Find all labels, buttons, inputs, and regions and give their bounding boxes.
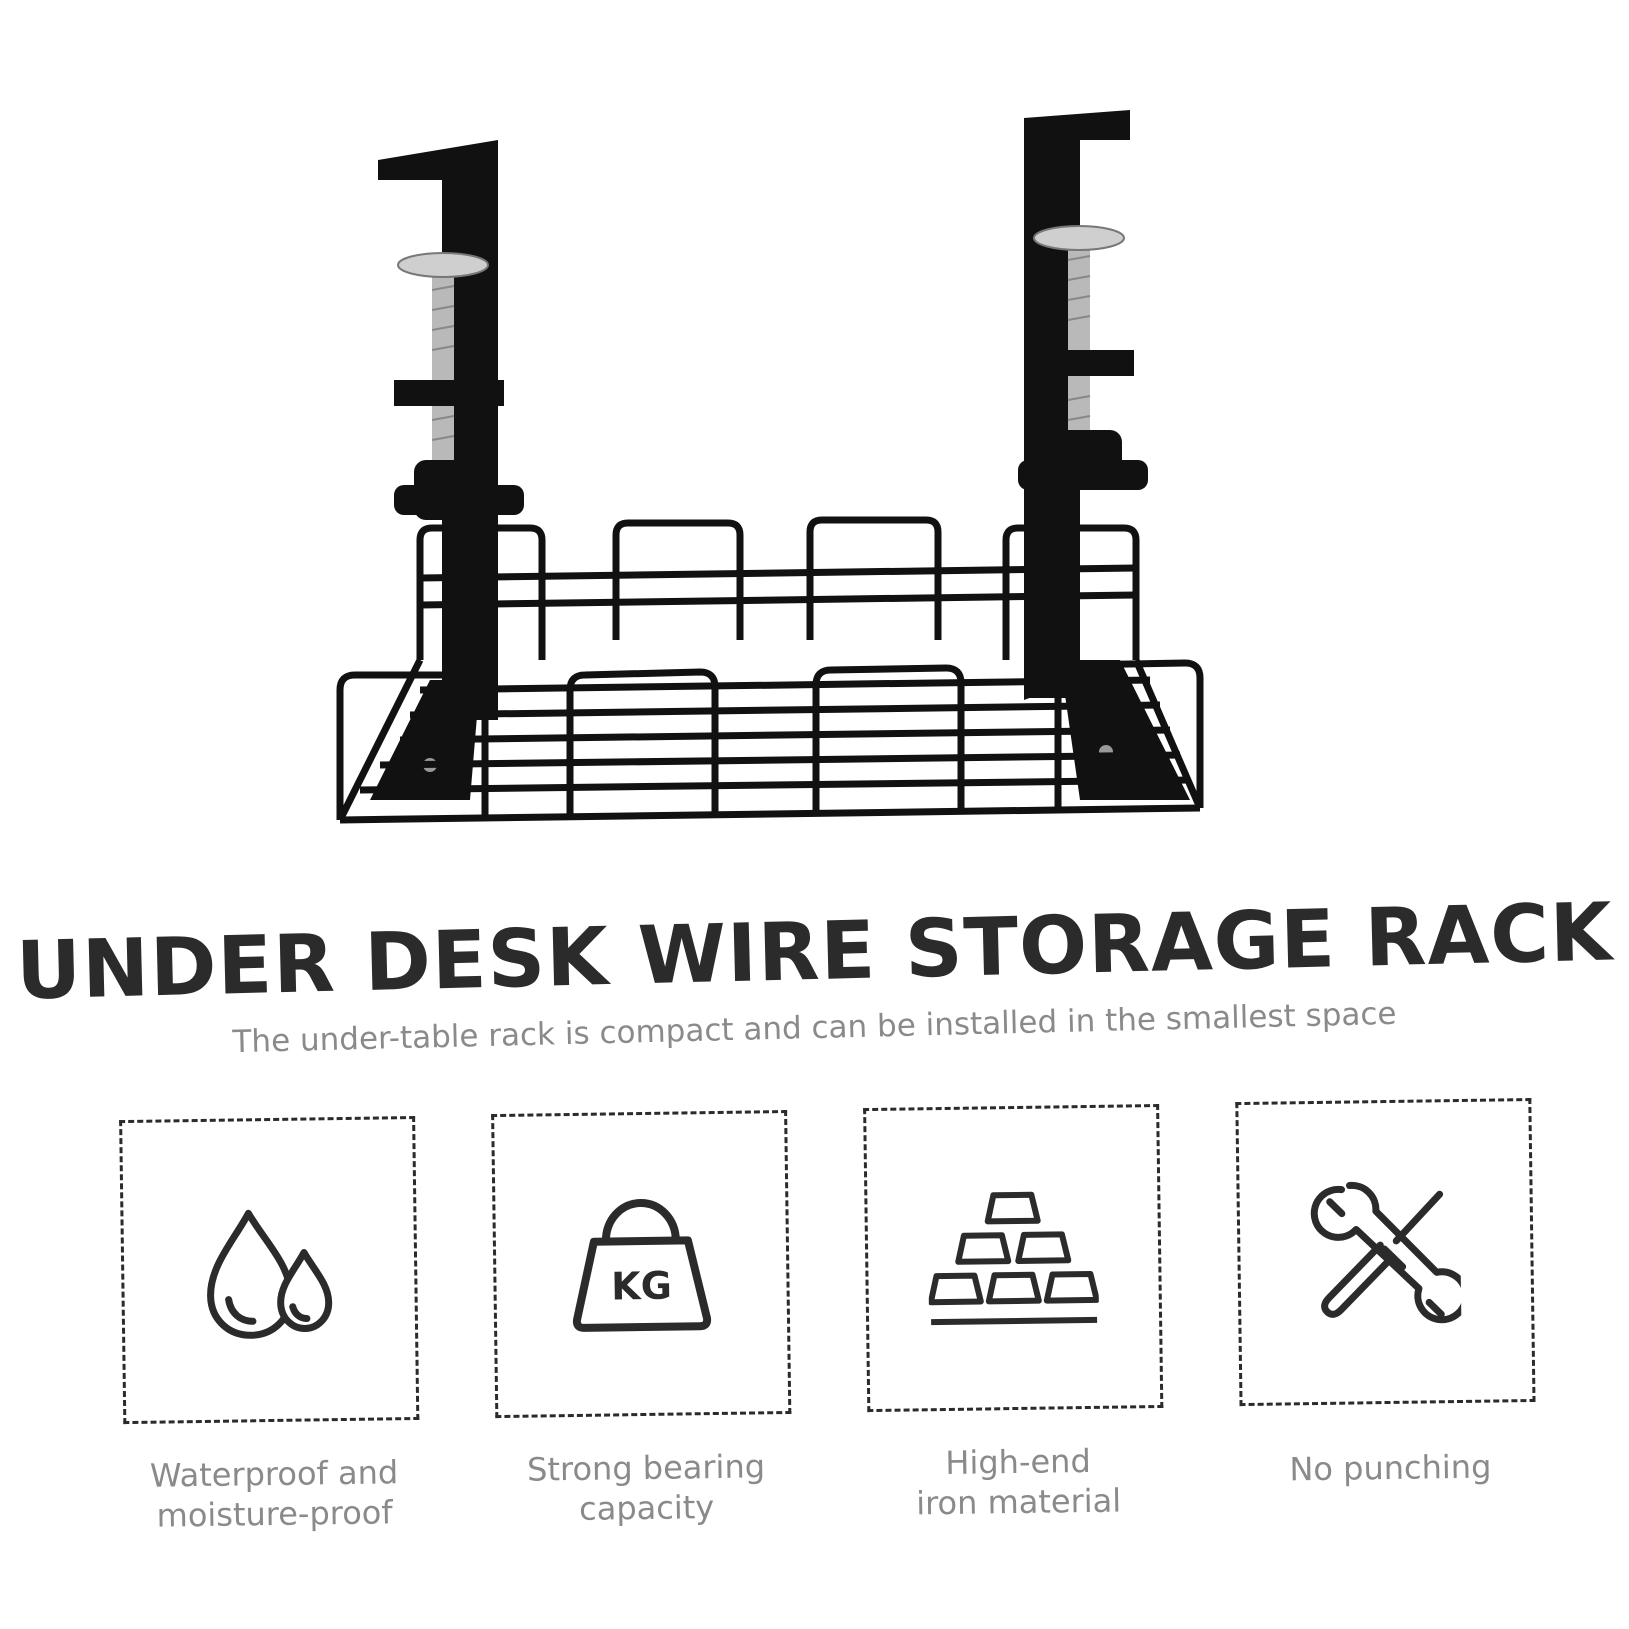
feature-icon-box xyxy=(119,1115,420,1425)
right-clamp-bracket xyxy=(1018,110,1190,800)
feature-icon-box: KG xyxy=(491,1109,792,1419)
feature-icon-box xyxy=(863,1103,1164,1413)
feature-iron-material: High-end iron material xyxy=(863,1103,1169,1524)
feature-icon-box xyxy=(1235,1097,1536,1407)
wire-basket xyxy=(336,516,1204,824)
feature-label-line: No punching xyxy=(1289,1447,1492,1489)
feature-label-line: iron material xyxy=(915,1481,1122,1523)
feature-label: Waterproof and moisture-proof xyxy=(124,1452,425,1536)
feature-no-punching: No punching xyxy=(1235,1097,1541,1490)
feature-label-line: capacity xyxy=(578,1488,715,1528)
feature-label: High-end iron material xyxy=(868,1440,1169,1524)
kg-label: KG xyxy=(611,1264,672,1309)
feature-label: Strong bearing capacity xyxy=(496,1446,797,1530)
left-clamp-bracket xyxy=(370,140,524,800)
feature-label: No punching xyxy=(1240,1446,1541,1490)
feature-waterproof: Waterproof and moisture-proof xyxy=(119,1115,425,1536)
feature-label-line: High-end xyxy=(945,1441,1092,1482)
feature-label-line: Waterproof and xyxy=(149,1453,399,1495)
wrench-screwdriver-icon xyxy=(1310,1181,1462,1324)
feature-strong-bearing: KG Strong bearing capacity xyxy=(491,1109,797,1530)
feature-label-line: Strong bearing xyxy=(526,1447,766,1489)
wire-rack-product-image xyxy=(336,110,1204,824)
iron-ingots-icon xyxy=(927,1191,1100,1326)
feature-label-line: moisture-proof xyxy=(156,1493,393,1535)
water-drops-icon xyxy=(207,1209,333,1339)
kg-weight-icon: KG xyxy=(572,1199,712,1332)
